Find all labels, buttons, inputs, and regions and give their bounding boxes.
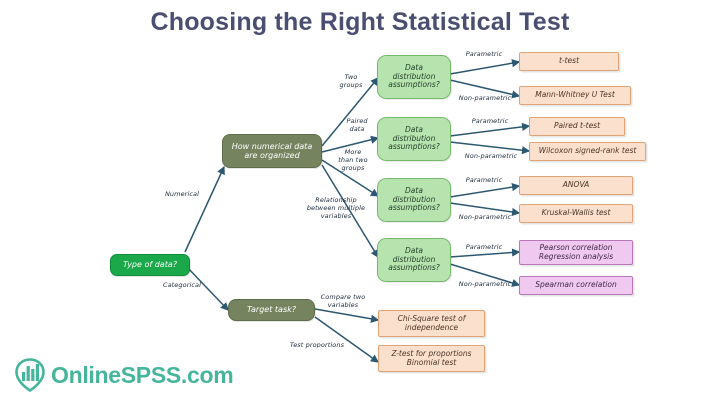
- edge-parametric-2: [449, 122, 531, 137]
- edge-non-parametric-4: [449, 263, 521, 287]
- node-result-spearman-correlation[interactable]: Spearman correlation: [519, 276, 633, 295]
- edge-label-non-parametric-1: Non-parametric: [458, 94, 512, 102]
- edge-categorical: [185, 265, 229, 311]
- node-result-mann-whitney-u-test[interactable]: Mann-Whitney U Test: [519, 86, 631, 105]
- edge-label-two-groups: Two groups: [339, 73, 363, 90]
- edge-non-parametric-3: [449, 202, 521, 217]
- edge-label-numerical: Numerical: [164, 190, 200, 198]
- edge-test-proportions: [314, 316, 380, 363]
- node-result-anova[interactable]: ANOVA: [519, 176, 633, 195]
- node-assumption-paired-data[interactable]: Data distribution assumptions?: [377, 117, 451, 161]
- edge-label-categorical: Categorical: [162, 281, 202, 289]
- node-assumption-two-groups[interactable]: Data distribution assumptions?: [377, 55, 451, 99]
- edge-label-parametric-4: Parametric: [465, 243, 503, 251]
- edge-label-non-parametric-2: Non-parametric: [464, 152, 518, 160]
- node-result-t-test[interactable]: t-test: [519, 52, 619, 71]
- edge-more-than-two: [321, 159, 380, 197]
- node-assumption-more-than-two-groups[interactable]: Data distribution assumptions?: [377, 178, 451, 222]
- edge-parametric-4: [449, 248, 521, 258]
- logo-text: OnlineSPSS.com: [51, 361, 234, 388]
- edge-label-relationship: Relationship between multiple variables: [306, 196, 366, 221]
- edge-label-non-parametric-4: Non-parametric: [458, 280, 512, 288]
- edge-label-compare-two-variables: Compare two variables: [320, 293, 366, 310]
- node-result-z-test-binomial[interactable]: Z-test for proportions Binomial test: [378, 345, 485, 372]
- edge-label-paired-data: Paired data: [346, 117, 368, 134]
- edge-compare-two-variables: [314, 308, 380, 323]
- node-result-paired-t-test[interactable]: Paired t-test: [529, 117, 625, 136]
- node-result-chi-square-test[interactable]: Chi-Square test of independence: [378, 310, 485, 337]
- edge-non-parametric-2: [449, 141, 531, 155]
- node-result-wilcoxon-signed-rank-test[interactable]: Wilcoxon signed-rank test: [529, 142, 646, 161]
- edge-paired-data: [321, 135, 380, 153]
- edge-parametric-1: [449, 59, 521, 75]
- edge-label-parametric-1: Parametric: [465, 50, 503, 58]
- node-result-kruskal-wallis-test[interactable]: Kruskal-Wallis test: [519, 204, 633, 223]
- node-how-numerical-data-organized[interactable]: How numerical data are organized: [222, 134, 322, 168]
- edge-relationship: [321, 164, 379, 259]
- spss-pin-chart-icon: [15, 358, 45, 392]
- edge-numerical: [184, 165, 225, 253]
- edge-label-parametric-2: Parametric: [471, 117, 509, 125]
- node-start-type-of-data[interactable]: Type of data?: [110, 254, 190, 276]
- onlinespss-logo[interactable]: OnlineSPSS.com: [14, 358, 234, 392]
- edge-label-parametric-3: Parametric: [465, 176, 503, 184]
- node-result-pearson-regression[interactable]: Pearson correlation Regression analysis: [519, 240, 633, 265]
- page-title: Choosing the Right Statistical Test: [150, 8, 570, 36]
- node-assumption-relationship[interactable]: Data distribution assumptions?: [377, 238, 451, 282]
- edge-two-groups: [321, 77, 379, 147]
- edge-non-parametric-1: [449, 79, 521, 99]
- edge-label-more-than-two-groups: More than two groups: [338, 148, 368, 173]
- edge-parametric-3: [449, 183, 521, 198]
- edge-label-non-parametric-3: Non-parametric: [458, 213, 512, 221]
- node-target-task[interactable]: Target task?: [228, 299, 315, 321]
- edge-label-test-proportions: Test proportions: [289, 341, 345, 349]
